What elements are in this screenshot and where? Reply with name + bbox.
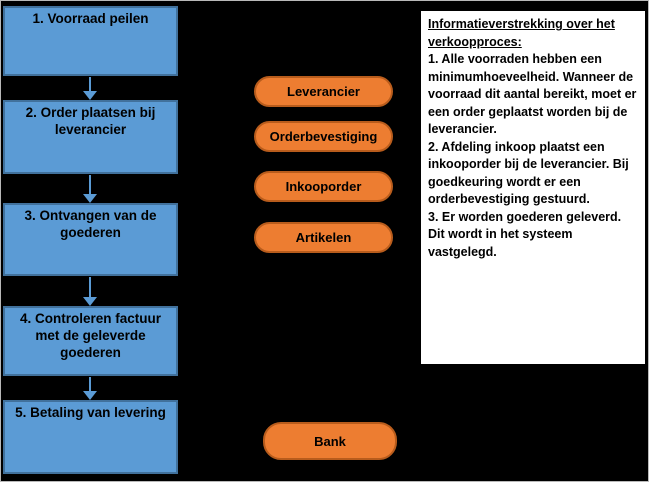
document-pill-bank: Bank bbox=[263, 422, 397, 460]
down-arrow-icon bbox=[83, 175, 97, 203]
info-panel-paragraph-1: 1. Alle voorraden hebben een minimumhoev… bbox=[428, 52, 637, 136]
info-panel-paragraph-3: 3. Er worden goederen geleverd. Dit word… bbox=[428, 209, 622, 259]
arrow-shaft bbox=[89, 175, 91, 194]
arrow-head bbox=[83, 297, 97, 306]
process-step-2: 2. Order plaatsen bij leverancier bbox=[3, 100, 178, 174]
document-pill-orderbevestiging: Orderbevestiging bbox=[254, 121, 393, 152]
arrow-head bbox=[83, 391, 97, 400]
down-arrow-icon bbox=[83, 277, 97, 306]
arrow-shaft bbox=[89, 277, 91, 297]
arrow-head bbox=[83, 194, 97, 203]
document-pill-artikelen: Artikelen bbox=[254, 222, 393, 253]
document-pill-inkooporder: Inkooporder bbox=[254, 171, 393, 202]
document-pill-leverancier: Leverancier bbox=[254, 76, 393, 107]
process-step-5: 5. Betaling van levering bbox=[3, 400, 178, 474]
down-arrow-icon bbox=[83, 77, 97, 100]
info-panel: Informatieverstrekking over het verkoopp… bbox=[419, 9, 647, 366]
info-panel-title: Informatieverstrekking over het verkoopp… bbox=[428, 17, 615, 49]
arrow-shaft bbox=[89, 77, 91, 91]
process-step-1: 1. Voorraad peilen bbox=[3, 6, 178, 76]
arrow-head bbox=[83, 91, 97, 100]
down-arrow-icon bbox=[83, 377, 97, 400]
info-panel-paragraph-2: 2. Afdeling inkoop plaatst een inkoopord… bbox=[428, 139, 629, 207]
process-step-3: 3. Ontvangen van de goederen bbox=[3, 203, 178, 276]
process-step-4: 4. Controleren factuur met de geleverde … bbox=[3, 306, 178, 376]
arrow-shaft bbox=[89, 377, 91, 391]
